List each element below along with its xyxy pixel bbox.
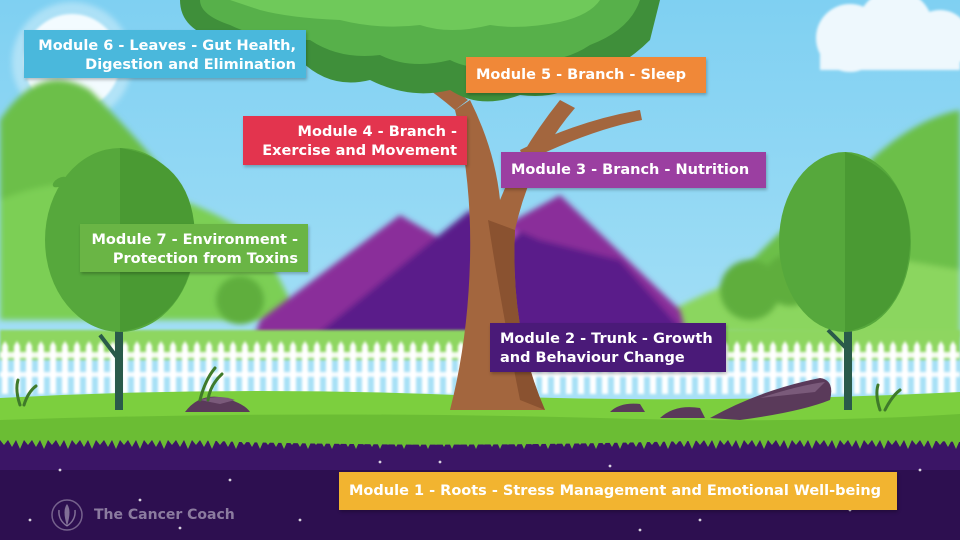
module-4-label: Module 4 - Branch - Exercise and Movemen… (243, 116, 467, 165)
module-6-label: Module 6 - Leaves - Gut Health, Digestio… (24, 30, 306, 78)
module-1-text: Module 1 - Roots - Stress Management and… (349, 483, 882, 499)
module-2-text: Module 2 - Trunk - Growth and Behaviour … (500, 331, 713, 366)
grass-tufts (15, 366, 902, 412)
right-tree (779, 152, 911, 410)
module-3-text: Module 3 - Branch - Nutrition (511, 162, 750, 178)
brand-logo: The Cancer Coach (50, 498, 235, 532)
brand-name: The Cancer Coach (94, 507, 235, 523)
module-5-label: Module 5 - Branch - Sleep (466, 57, 706, 93)
leaf-icon (51, 499, 83, 531)
module-4-text: Module 4 - Branch - Exercise and Movemen… (262, 124, 457, 159)
module-3-label: Module 3 - Branch - Nutrition (501, 152, 766, 188)
module-6-text: Module 6 - Leaves - Gut Health, Digestio… (38, 38, 296, 73)
module-7-text: Module 7 - Environment - Protection from… (91, 232, 299, 267)
module-2-label: Module 2 - Trunk - Growth and Behaviour … (490, 323, 726, 372)
cloud (816, 0, 960, 72)
module-7-label: Module 7 - Environment - Protection from… (80, 224, 308, 272)
module-1-label: Module 1 - Roots - Stress Management and… (339, 472, 897, 510)
module-5-text: Module 5 - Branch - Sleep (476, 67, 686, 83)
